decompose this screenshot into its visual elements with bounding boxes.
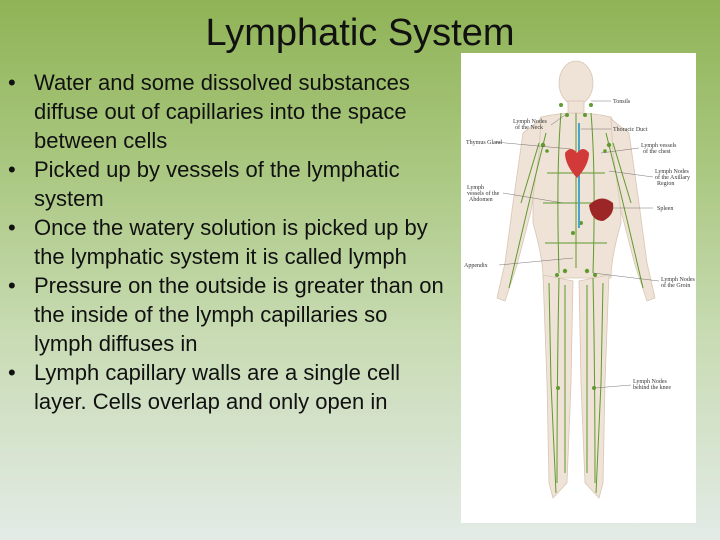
label-tonsils: Tonsils xyxy=(613,99,631,105)
label-vessels-abdomen: Lymph xyxy=(467,185,484,191)
bullet-text: Water and some dissolved substances diff… xyxy=(34,70,410,153)
slide-title: Lymphatic System xyxy=(205,12,515,54)
label-vessels-abdomen-2: vessels of the xyxy=(467,190,500,197)
label-nodes-knee: Lymph Nodes xyxy=(633,379,667,385)
bullet-text: Picked up by vessels of the lymphatic sy… xyxy=(34,157,400,211)
body-diagram: Tonsils Lymph Nodes of the Neck Thoracic… xyxy=(464,60,695,499)
spleen-icon xyxy=(589,198,614,221)
label-nodes-axillary-2: of the Axillary xyxy=(655,174,690,181)
label-spleen: Spleen xyxy=(657,206,673,212)
label-vessels-abdomen-3: Abdomen xyxy=(469,197,493,203)
bullet-item: • Once the watery solution is picked up b… xyxy=(6,213,446,271)
bullet-item: • Pressure on the outside is greater than… xyxy=(6,271,446,358)
bullet-marker: • xyxy=(8,215,16,240)
bullet-marker: • xyxy=(8,157,16,182)
bullet-marker: • xyxy=(8,70,16,95)
label-nodes-neck-2: of the Neck xyxy=(515,124,543,131)
label-nodes-groin-2: of the Groin xyxy=(661,282,690,289)
label-nodes-neck: Lymph Nodes xyxy=(513,119,547,125)
heart-icon xyxy=(565,149,589,178)
bullet-text: Once the watery solution is picked up by… xyxy=(34,215,428,269)
label-thymus: Thymus Gland xyxy=(466,140,502,146)
label-nodes-knee-2: behind the knee xyxy=(633,385,671,391)
bullet-item: • Picked up by vessels of the lymphatic s… xyxy=(6,155,446,213)
label-appendix: Appendix xyxy=(464,263,488,269)
bullet-item: • Water and some dissolved substances dif… xyxy=(6,68,446,155)
label-nodes-axillary: Lymph Nodes xyxy=(655,169,689,175)
label-vessels-chest-2: of the chest xyxy=(643,148,671,155)
lymph-vessels xyxy=(508,112,644,494)
bullet-text: Lymph capillary walls are a single cell … xyxy=(34,360,401,414)
label-leaders xyxy=(494,100,660,389)
bullet-marker: • xyxy=(8,360,16,385)
label-thoracic-duct: Thoracic Duct xyxy=(613,127,648,133)
label-vessels-chest: Lymph vessels xyxy=(641,143,677,149)
label-nodes-groin: Lymph Nodes xyxy=(661,277,695,283)
bullet-marker: • xyxy=(8,273,16,298)
bullet-list: • Water and some dissolved substances dif… xyxy=(6,68,446,416)
bullet-item: • Lymph capillary walls are a single cell… xyxy=(6,358,446,416)
bullet-text: Pressure on the outside is greater than … xyxy=(34,273,444,356)
lymphatic-system-illustration: Tonsils Lymph Nodes of the Neck Thoracic… xyxy=(461,53,696,523)
label-nodes-axillary-3: Region xyxy=(657,181,674,187)
